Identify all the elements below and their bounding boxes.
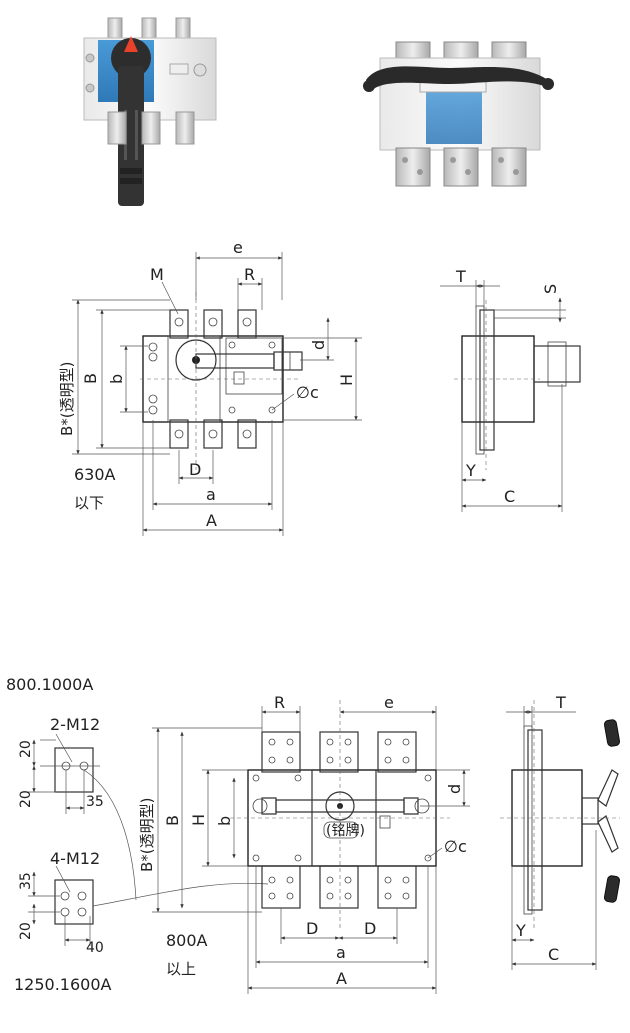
dim-b-star-label: B*(透明型): [58, 362, 76, 437]
nameplate-label: (铭牌): [326, 822, 365, 839]
dim-a-label: a: [206, 485, 216, 504]
dim-d1-800-label: D: [306, 919, 318, 938]
m12-2-h2: 20: [18, 790, 34, 808]
dim-c-label: ∅c: [296, 383, 319, 402]
side-view-630a-labels: T S Y C: [455, 267, 560, 506]
m12-details: [28, 733, 269, 946]
rating-note-800-label: 以上: [166, 960, 196, 978]
dim-a-upper-800-label: A: [336, 969, 347, 988]
side-view-630a: [440, 280, 581, 512]
dim-d-span-label: D: [189, 460, 201, 479]
dim-b-lower-label: b: [107, 374, 126, 384]
m12-details-labels: 800.1000A 2-M12 20 20 35 4-M12 35 20 40 …: [6, 675, 112, 994]
dim-y-label: Y: [465, 461, 476, 480]
m12-2-w: 35: [86, 794, 104, 810]
side-view-800a-labels: T Y C: [515, 693, 566, 964]
dim-c-side-label: C: [504, 487, 515, 506]
dim-t-800-label: T: [555, 693, 566, 712]
dim-s-label: S: [541, 284, 560, 294]
front-view-630a-labels: e M R B*(透明型) B b d H ∅c D a A 630A 以下: [58, 238, 356, 530]
rating-label: 630A: [74, 465, 116, 484]
dim-c-800-label: ∅c: [444, 837, 467, 856]
m12-4-w: 40: [86, 940, 104, 956]
dim-h-800-label: H: [189, 814, 208, 826]
dim-r-800-label: R: [274, 693, 285, 712]
dim-a-upper-label: A: [206, 511, 217, 530]
dim-r-label: R: [244, 265, 255, 284]
dim-e-800-label: e: [384, 693, 394, 712]
series-label-bottom: 1250.1600A: [14, 975, 112, 994]
dim-d-800-label: d: [445, 784, 464, 794]
series-label-top: 800.1000A: [6, 675, 93, 694]
dim-c-side-800-label: C: [548, 945, 559, 964]
dim-d-label: d: [309, 340, 328, 350]
dim-d2-800-label: D: [364, 919, 376, 938]
dim-b-upper-800-label: B: [163, 815, 182, 826]
dim-t-label: T: [455, 267, 466, 286]
dim-e-label: e: [233, 238, 243, 257]
m12-4-label: 4-M12: [50, 849, 100, 868]
rating-800-label: 800A: [166, 931, 208, 950]
switch-photo-630a: [83, 17, 217, 206]
front-view-800a: [152, 700, 470, 994]
m12-4-h1: 35: [18, 872, 34, 890]
side-view-800a: [500, 700, 621, 970]
dim-b-lower-800-label: b: [215, 816, 234, 826]
m12-4-h2: 20: [18, 922, 34, 940]
rating-note-label: 以下: [74, 494, 104, 512]
dim-h-label: H: [337, 374, 356, 386]
dim-m-label: M: [150, 265, 164, 284]
dim-b-upper-label: B: [81, 373, 100, 384]
dim-y-800-label: Y: [515, 921, 526, 940]
m12-2-label: 2-M12: [50, 715, 100, 734]
switch-photo-800a: [363, 41, 554, 187]
m12-2-h1: 20: [18, 740, 34, 758]
front-view-630a: [72, 252, 362, 536]
dim-b-star-800-label: B*(透明型): [138, 798, 156, 873]
dim-a-800-label: a: [336, 943, 346, 962]
front-view-800a-labels: R e B*(透明型) B H b d ∅c (铭牌) D D a A 800A…: [138, 693, 467, 988]
